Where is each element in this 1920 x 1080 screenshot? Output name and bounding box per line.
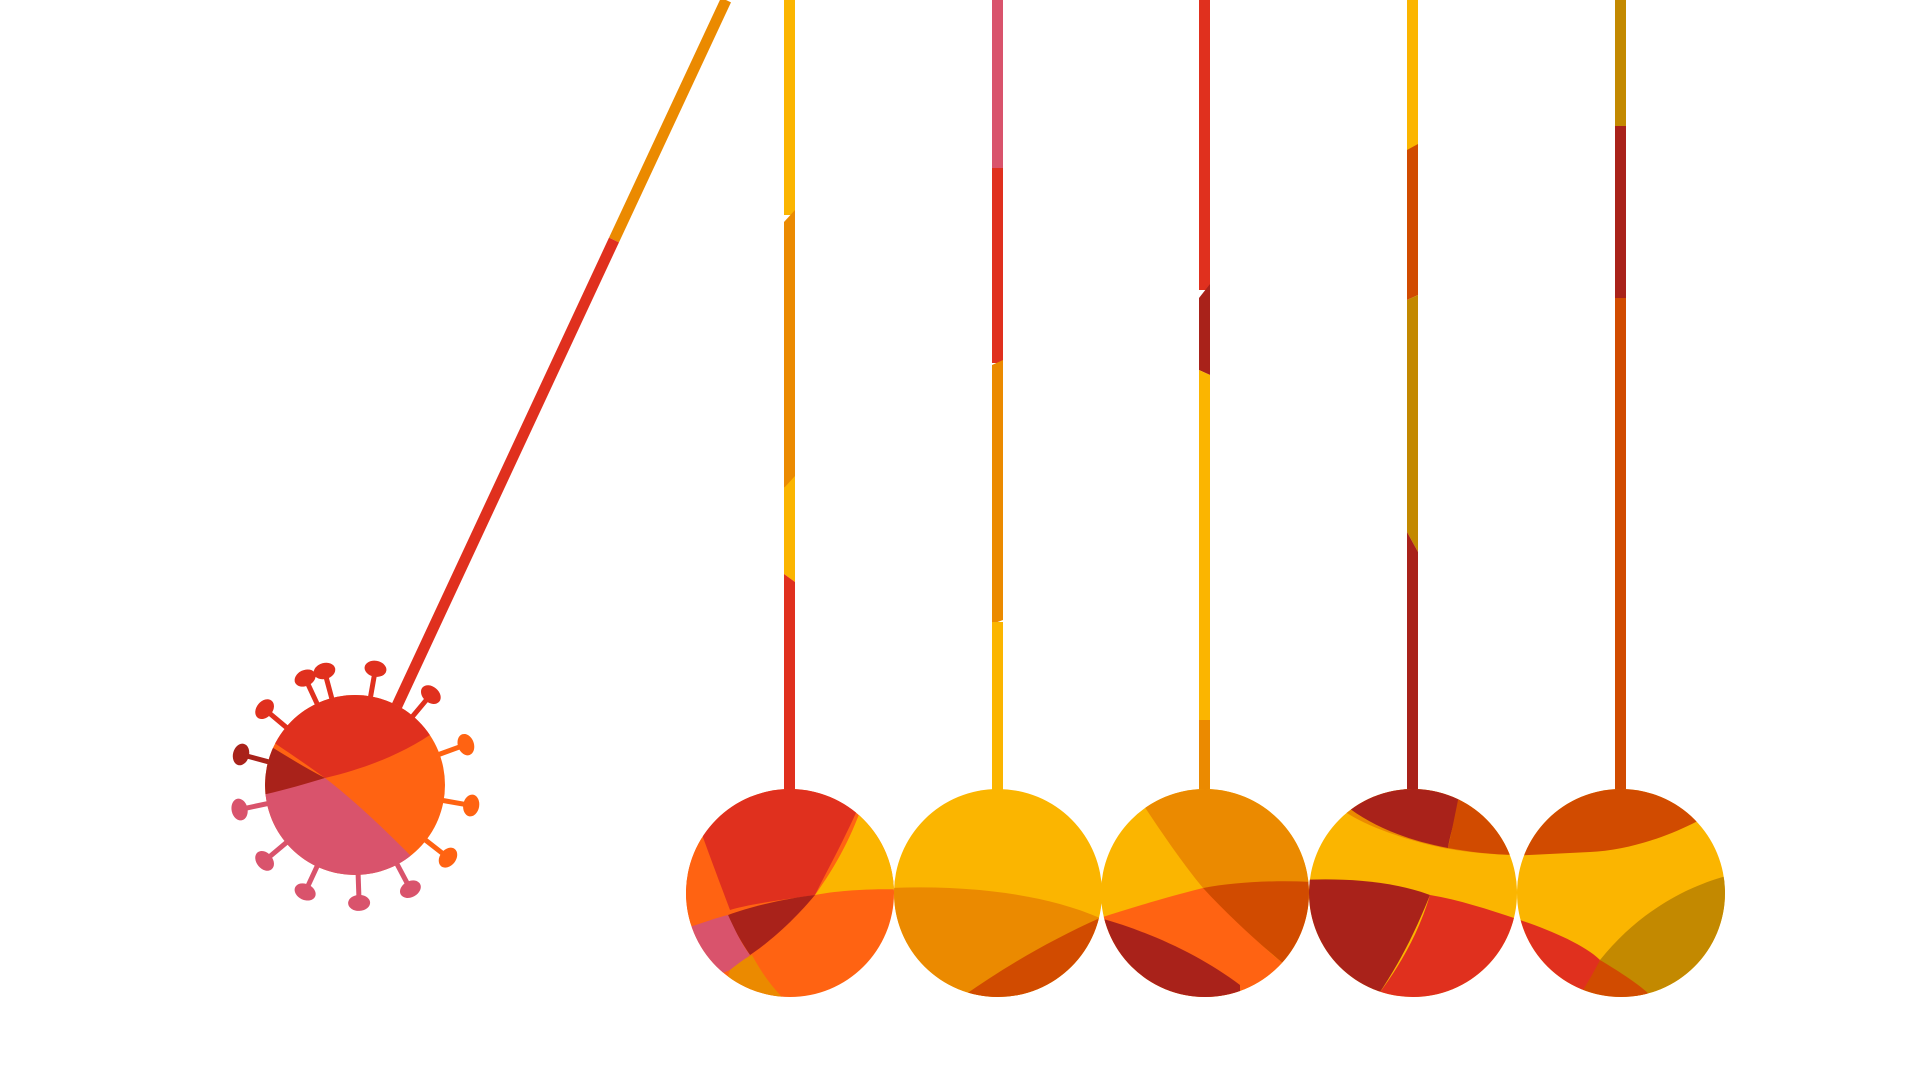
virus-spike-knob — [255, 699, 274, 720]
ball-1 — [686, 789, 894, 997]
virus-spike-knob — [438, 847, 458, 868]
ball-3 — [1101, 789, 1309, 997]
virus-spike-knob — [364, 660, 387, 677]
ball-2-string — [992, 0, 1003, 795]
virus-spike-knob — [294, 669, 316, 687]
virus-icon — [231, 660, 480, 911]
virus-body — [265, 695, 445, 875]
virus-spike-knob — [463, 794, 480, 817]
swinging-string — [390, 0, 731, 713]
virus-spike-knob — [232, 743, 250, 766]
ball-4-string — [1407, 0, 1418, 795]
virus-spike-knob — [348, 894, 371, 911]
ball-4 — [1309, 789, 1517, 997]
ball-5-string — [1615, 0, 1626, 795]
virus-spike-knob — [294, 883, 316, 901]
ball-5 — [1517, 789, 1725, 997]
virus-spike-knob — [457, 733, 475, 756]
virus-spike-knob — [313, 662, 336, 680]
virus-spike-knob — [231, 798, 248, 821]
virus-spike-knob — [399, 880, 421, 898]
virus-spike-knob — [255, 850, 274, 871]
ball-3-string — [1199, 0, 1210, 795]
ball-1-string — [784, 0, 795, 795]
virus-spike-knob — [420, 685, 441, 704]
virus-spikes — [231, 660, 480, 911]
ball-2 — [894, 789, 1102, 997]
